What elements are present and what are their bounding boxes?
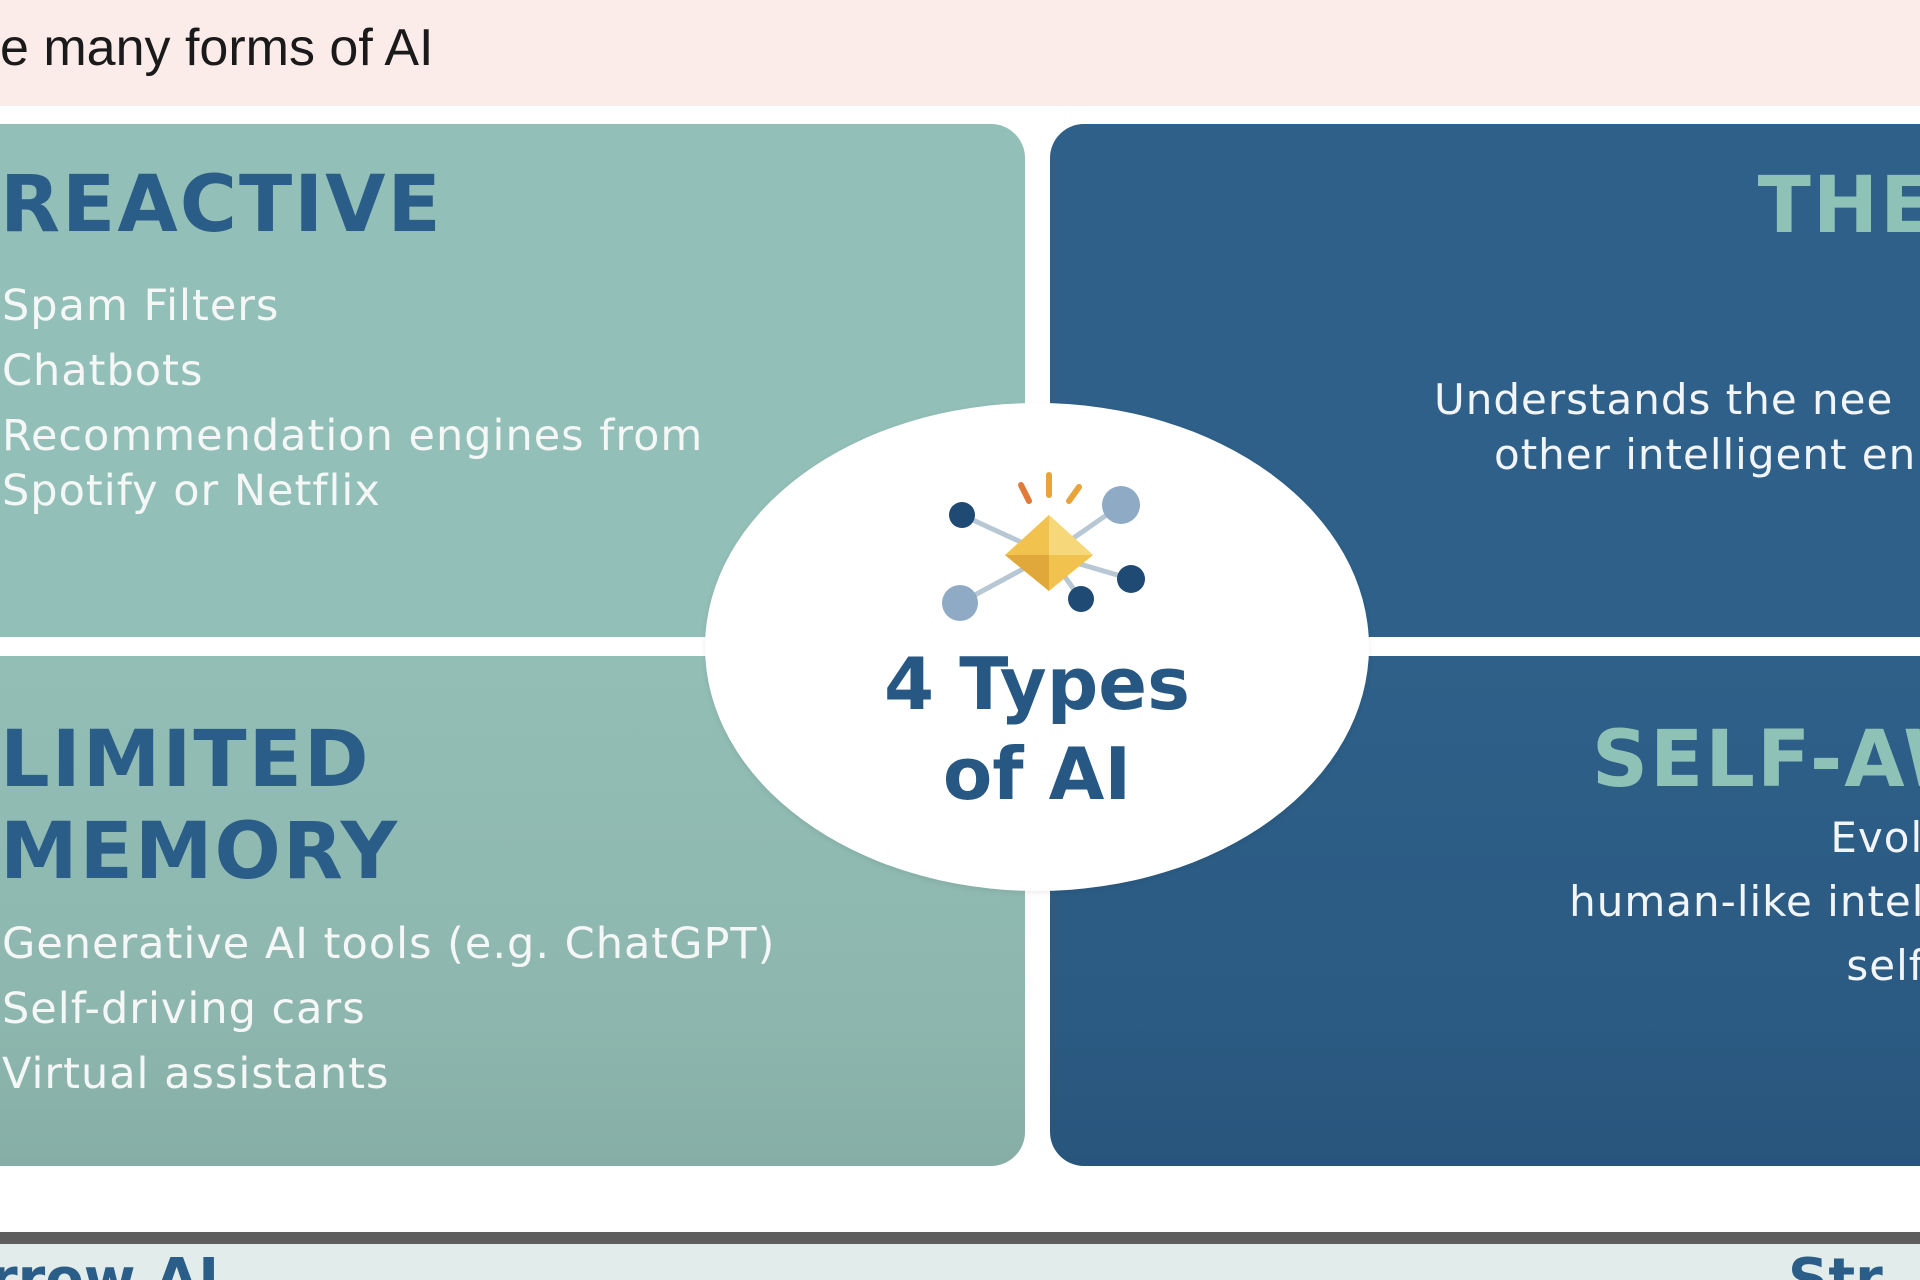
self-desc-line2: human-like intelligenc bbox=[1569, 877, 1920, 926]
center-title-line2: of AI bbox=[942, 732, 1132, 816]
theory-description: Understands the nee other intelligent en bbox=[1110, 372, 1920, 482]
reactive-heading: REACTIVE bbox=[0, 160, 443, 250]
header-title: e many forms of AI bbox=[0, 19, 434, 77]
self-desc-line1: Evolved to bbox=[1830, 813, 1920, 862]
limited-heading-line1: LIMITED bbox=[0, 715, 371, 805]
header-band: e many forms of AI bbox=[0, 0, 1920, 106]
bottom-left-label: rrow AI bbox=[0, 1247, 220, 1280]
center-title: 4 Types of AI bbox=[705, 639, 1369, 819]
limited-heading: LIMITED MEMORY bbox=[0, 714, 399, 898]
quadrant-reactive: REACTIVE Spam Filters Chatbots Recommend… bbox=[0, 124, 1025, 637]
theory-heading: THEORY MI bbox=[1758, 160, 1920, 344]
bottom-right-label: Str bbox=[1788, 1247, 1883, 1280]
list-item: Virtual assistants bbox=[2, 1049, 390, 1099]
theory-desc-line2: other intelligent en bbox=[1494, 430, 1917, 479]
bottom-band: rrow AI Str bbox=[0, 1244, 1920, 1280]
theory-heading-line1: THEORY bbox=[1757, 161, 1920, 251]
list-item: Spam Filters bbox=[2, 281, 280, 331]
ai-network-diamond-icon bbox=[942, 472, 1145, 621]
theory-desc-line1: Understands the nee bbox=[1434, 375, 1894, 424]
self-desc-line3: self awar bbox=[1846, 941, 1920, 990]
self-heading: SELF-AWA bbox=[1591, 715, 1920, 805]
quadrant-limited-memory: LIMITED MEMORY Generative AI tools (e.g.… bbox=[0, 656, 1025, 1166]
bottom-divider bbox=[0, 1232, 1920, 1244]
reactive-list: Spam Filters Chatbots Recommendation eng… bbox=[2, 274, 762, 519]
list-item: Self-driving cars bbox=[2, 984, 366, 1034]
theory-heading-line2: MI bbox=[1758, 252, 1920, 344]
list-item: Chatbots bbox=[2, 346, 204, 396]
self-description: Evolved to human-like intelligenc self a… bbox=[1110, 806, 1920, 998]
list-item: Recommendation engines from Spotify or N… bbox=[2, 411, 704, 516]
limited-list: Generative AI tools (e.g. ChatGPT) Self-… bbox=[2, 912, 775, 1107]
center-oval: 4 Types of AI bbox=[705, 403, 1369, 891]
list-item: Generative AI tools (e.g. ChatGPT) bbox=[2, 919, 776, 969]
limited-heading-line2: MEMORY bbox=[0, 807, 400, 897]
center-title-line1: 4 Types bbox=[884, 642, 1190, 726]
